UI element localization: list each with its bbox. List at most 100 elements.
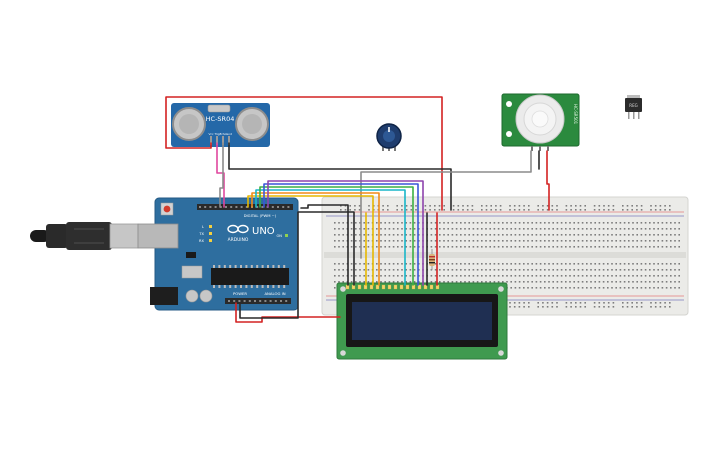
breadboard-hole (531, 275, 533, 277)
breadboard-hole (640, 263, 643, 265)
breadboard-hole (493, 246, 496, 248)
header-pin (248, 300, 251, 302)
breadboard-hole (447, 263, 449, 265)
breadboard-hole (452, 209, 455, 211)
breadboard-hole (560, 269, 563, 271)
breadboard-hole (513, 205, 516, 207)
breadboard-hole (380, 234, 382, 236)
breadboard-hole (657, 287, 659, 289)
header-pin (254, 300, 256, 302)
breadboard-hole (560, 275, 563, 277)
breadboard-hole (506, 246, 508, 248)
lcd-pin (381, 284, 386, 290)
breadboard-hole (653, 222, 655, 224)
breadboard-hole (476, 228, 479, 230)
breadboard-hole (570, 209, 572, 211)
breadboard-hole (443, 209, 445, 211)
breadboard-hole (636, 209, 638, 211)
breadboard-hole (644, 228, 647, 230)
breadboard-hole (514, 287, 517, 289)
breadboard-hole (546, 205, 549, 207)
header-pin (271, 206, 274, 208)
breadboard-hole (623, 269, 626, 271)
breadboard-hole (355, 234, 357, 236)
breadboard-hole (548, 269, 550, 271)
breadboard-hole (537, 205, 539, 207)
breadboard-hole (493, 263, 496, 265)
breadboard-hole (509, 302, 511, 304)
breadboard-hole (626, 205, 629, 207)
breadboard-hole (535, 275, 538, 277)
breadboard-hole (413, 240, 416, 242)
breadboard-hole (628, 287, 630, 289)
breadboard-hole (542, 209, 544, 211)
usb-cable[interactable] (30, 222, 139, 250)
breadboard-hole (670, 287, 672, 289)
breadboard-hole (363, 263, 365, 265)
breadboard-hole (640, 209, 643, 211)
breadboard-hole (334, 281, 336, 283)
ultrasonic-pin-label: Vcc (209, 132, 214, 136)
breadboard-hole (674, 263, 676, 265)
breadboard-hole (489, 269, 491, 271)
breadboard-hole (472, 275, 475, 277)
arduino-uno[interactable]: DIGITAL (PWM ~) POWER ANALOG IN ARDUINO … (137, 197, 299, 311)
breadboard-hole (489, 228, 491, 230)
breadboard-hole (481, 205, 483, 207)
lcd-display[interactable] (336, 282, 508, 360)
breadboard-hole (598, 228, 601, 230)
breadboard-hole (657, 228, 659, 230)
breadboard-hole (598, 222, 601, 224)
breadboard-hole (523, 306, 525, 308)
header-pin (238, 300, 241, 302)
reset-button-cap (163, 205, 171, 213)
breadboard-hole (523, 281, 525, 283)
breadboard-hole (575, 302, 577, 304)
breadboard-hole (334, 234, 336, 236)
resistor[interactable] (429, 249, 435, 270)
breadboard-hole (523, 228, 525, 230)
breadboard-hole (602, 269, 605, 271)
breadboard-hole (528, 302, 530, 304)
breadboard-hole (397, 281, 399, 283)
header-pin (240, 206, 243, 208)
breadboard-hole (535, 287, 538, 289)
breadboard-hole (439, 222, 441, 224)
breadboard-hole (653, 287, 655, 289)
breadboard-hole (513, 209, 516, 211)
breadboard-hole (581, 269, 584, 271)
chip-pin (213, 285, 215, 288)
ultrasonic-pin-label: Echo (220, 132, 227, 136)
voltage-regulator[interactable]: REG (625, 95, 642, 119)
header-pin (233, 300, 236, 302)
breadboard-hole (607, 281, 609, 283)
chip-pin (272, 285, 275, 288)
breadboard-hole (413, 234, 416, 236)
breadboard-hole (409, 275, 412, 277)
potentiometer[interactable] (376, 123, 402, 151)
breadboard-hole (649, 269, 651, 271)
breadboard-hole (674, 269, 676, 271)
breadboard-hole (659, 306, 662, 308)
breadboard-hole (359, 269, 361, 271)
breadboard-hole (388, 269, 391, 271)
wires[interactable] (165, 96, 550, 323)
atmega-chip (211, 268, 289, 285)
breadboard-hole (497, 275, 500, 277)
breadboard-hole (544, 263, 546, 265)
breadboard-hole (569, 234, 571, 236)
breadboard-hole (636, 234, 638, 236)
breadboard-hole (590, 222, 592, 224)
breadboard-hole (622, 306, 624, 308)
breadboard-hole (607, 240, 609, 242)
breadboard-hole (451, 240, 454, 242)
breadboard-hole (619, 281, 622, 283)
breadboard-hole (350, 275, 353, 277)
pir-sensor[interactable]: HC-SR501 (501, 93, 580, 151)
wire-red-pir (546, 150, 550, 211)
breadboard-hole (409, 246, 412, 248)
breadboard-hole (350, 246, 353, 248)
breadboard-hole (573, 240, 575, 242)
breadboard-hole (367, 240, 370, 242)
